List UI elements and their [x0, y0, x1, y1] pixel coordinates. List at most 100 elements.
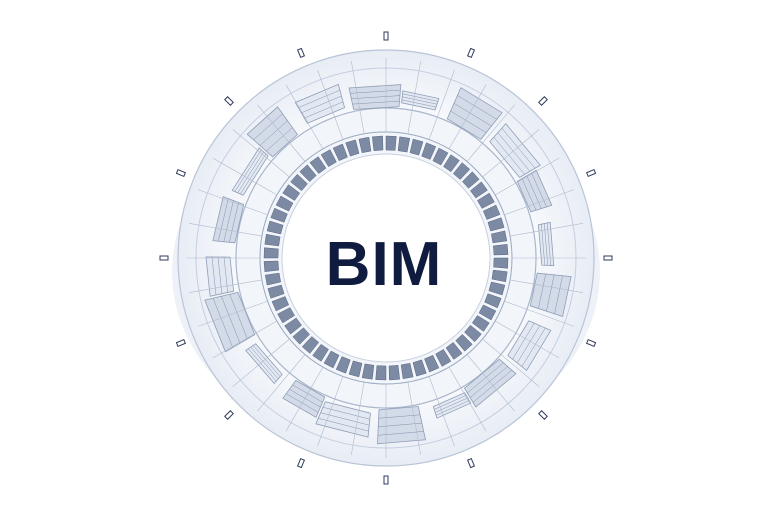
building-block [231, 147, 269, 196]
block-detail-line [501, 127, 536, 169]
block-detail-line [377, 431, 424, 436]
window-cell [397, 136, 411, 153]
block-detail-line [298, 89, 340, 108]
section-line [317, 69, 344, 140]
window-cell [301, 336, 320, 354]
window-cell [299, 164, 317, 182]
block-detail-line [546, 274, 555, 312]
block-detail-line [221, 296, 241, 344]
section-line [317, 376, 344, 447]
block-detail-line [434, 395, 467, 410]
block-detail-line [350, 89, 401, 94]
window-cell [292, 327, 310, 345]
section-line [428, 69, 455, 140]
center-disc [281, 153, 491, 363]
block-detail-line [218, 198, 229, 242]
block-detail-line [301, 95, 342, 114]
block-detail-line [304, 101, 344, 119]
block-detail-line [541, 224, 546, 266]
section-line [510, 223, 584, 237]
block-detail-line [470, 366, 508, 398]
window-cell [264, 233, 281, 247]
window-cell [488, 281, 506, 296]
window-cell [464, 324, 482, 343]
block-detail-line [237, 151, 264, 193]
block-detail-line [229, 202, 239, 243]
block-detail-line [538, 273, 546, 309]
block-detail-line [516, 325, 541, 364]
section-line [504, 189, 575, 216]
window-cell [491, 230, 508, 244]
window-cell [332, 143, 348, 162]
block-detail-line [531, 172, 547, 208]
section-line [448, 84, 487, 150]
section-line [232, 338, 290, 387]
block-detail-line [472, 370, 512, 403]
block-detail-line [217, 256, 223, 294]
block-detail-line [234, 149, 262, 192]
window-cell [478, 304, 497, 321]
window-cell [335, 356, 351, 374]
block-detail-line [467, 362, 504, 394]
window-cell [270, 207, 288, 223]
window-cell [493, 244, 509, 256]
title-text: BIM [325, 229, 443, 299]
window-cell [345, 139, 360, 157]
block-detail-line [521, 327, 546, 367]
tick-mark [466, 457, 476, 469]
block-detail-line [253, 345, 281, 377]
block-detail-line [211, 256, 217, 296]
window-cell [400, 363, 414, 380]
section-line [448, 366, 487, 432]
window-cell [493, 257, 509, 269]
building-block [432, 392, 472, 419]
block-detail-line [212, 298, 233, 348]
block-detail-line [401, 99, 437, 108]
window-cell [421, 142, 437, 160]
tick-mark [296, 47, 306, 59]
window-grid-ring [263, 135, 509, 381]
block-detail-line [497, 132, 531, 172]
section-line [257, 104, 306, 162]
section-line [285, 84, 324, 150]
block-detail-line [351, 95, 401, 99]
window-cell [323, 350, 340, 369]
window-cell [385, 135, 397, 151]
section-line [351, 60, 365, 134]
tick-mark [159, 255, 169, 261]
section-line [494, 320, 560, 359]
section-line [188, 223, 262, 237]
building-block [489, 123, 541, 179]
tick-mark [175, 338, 187, 348]
section-line [212, 157, 278, 196]
window-cell [372, 135, 384, 151]
window-cell [309, 156, 327, 174]
block-detail-line [544, 223, 549, 266]
building-block [507, 320, 552, 371]
window-cell [455, 334, 473, 352]
window-cell [263, 247, 279, 259]
window-cell [312, 343, 329, 362]
section-line [407, 382, 421, 456]
tick-mark [383, 475, 389, 485]
window-cell [487, 217, 505, 232]
window-cell [409, 138, 424, 156]
section-line [197, 300, 268, 327]
block-detail-line [512, 323, 535, 360]
window-cell [462, 171, 480, 189]
section-line [212, 320, 278, 359]
building-block [446, 87, 503, 140]
section-line [466, 104, 515, 162]
section-line [504, 300, 575, 327]
window-cell [266, 220, 284, 235]
block-detail-line [223, 257, 228, 293]
section-line [466, 354, 515, 412]
tick-marks-icon [159, 31, 613, 485]
block-detail-line [378, 414, 421, 419]
block-detail-line [526, 175, 542, 209]
window-cell [477, 192, 495, 209]
window-cell [491, 269, 508, 283]
window-cell [320, 149, 337, 167]
tick-mark [175, 168, 187, 178]
